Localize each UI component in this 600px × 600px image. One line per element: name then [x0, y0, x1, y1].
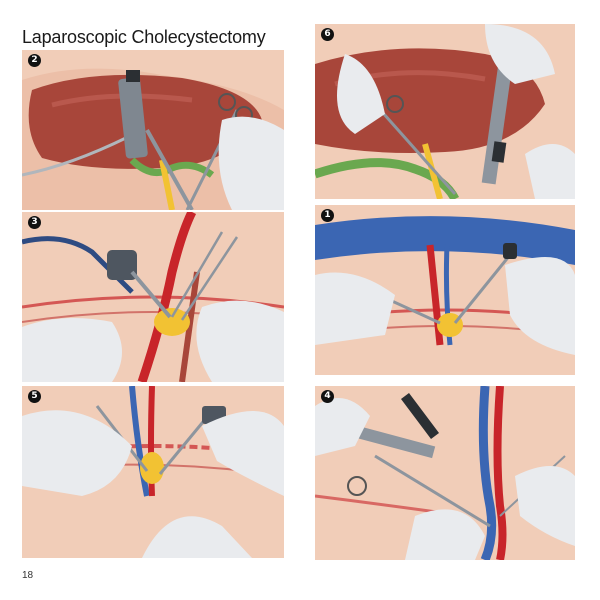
- panel-step-1: 6: [315, 24, 575, 199]
- gloved-hand-top: [485, 24, 555, 84]
- bile-duct: [129, 157, 215, 178]
- vein: [129, 386, 150, 497]
- page-number: 18: [22, 570, 34, 581]
- laparoscope: [118, 77, 148, 159]
- instrument-shaft: [145, 129, 194, 210]
- step-badge: 5: [28, 390, 41, 403]
- cystic-duct: [422, 143, 443, 199]
- artery: [493, 386, 507, 560]
- gloved-hand-right: [525, 144, 575, 199]
- gloved-hand-left: [22, 318, 122, 382]
- gloved-hand-right: [515, 466, 575, 546]
- scope-cable: [22, 133, 133, 177]
- illustration-step-4: [315, 386, 575, 560]
- panel-step-2: 2: [22, 50, 284, 210]
- laparoscope: [481, 63, 513, 185]
- illustration-step-6: [22, 212, 284, 382]
- gloved-hand-left: [315, 398, 370, 456]
- panel-step-4: 4: [315, 386, 575, 560]
- gloved-hand-right: [505, 257, 575, 355]
- gloved-hand-left: [337, 54, 385, 134]
- artery: [137, 212, 197, 382]
- scope-cable: [22, 236, 134, 294]
- vein: [478, 386, 497, 560]
- gloved-hand-left: [315, 272, 395, 345]
- panel-step-6: 3: [22, 212, 284, 382]
- panel-step-3: 5: [22, 386, 284, 558]
- artery: [426, 244, 444, 346]
- gloved-hand: [218, 116, 284, 210]
- illustration-step-1: [315, 24, 575, 199]
- step-badge: 6: [321, 28, 334, 41]
- instrument-body: [354, 425, 436, 459]
- gloved-hand-right: [196, 300, 284, 382]
- step-badge: 1: [321, 209, 334, 222]
- bile-duct: [315, 158, 460, 199]
- gallbladder: [154, 308, 190, 336]
- gloved-hand-left: [22, 410, 132, 496]
- cystic-duct: [159, 159, 175, 210]
- panel-step-5: 1: [315, 205, 575, 375]
- gloved-hand-bottom: [405, 509, 485, 560]
- gloved-hand-right: [202, 411, 284, 496]
- step-badge: 3: [28, 216, 41, 229]
- laparoscope-head: [107, 250, 137, 280]
- gallbladder: [140, 452, 164, 484]
- artery: [148, 386, 155, 497]
- illustration-step-5: [315, 205, 575, 375]
- step-badge: 2: [28, 54, 41, 67]
- illustration-step-3: [22, 386, 284, 558]
- step-badge: 4: [321, 390, 334, 403]
- page-title: Laparoscopic Cholecystectomy: [22, 27, 266, 47]
- illustration-step-2: [22, 50, 284, 210]
- gloved-hand-bottom: [142, 516, 252, 558]
